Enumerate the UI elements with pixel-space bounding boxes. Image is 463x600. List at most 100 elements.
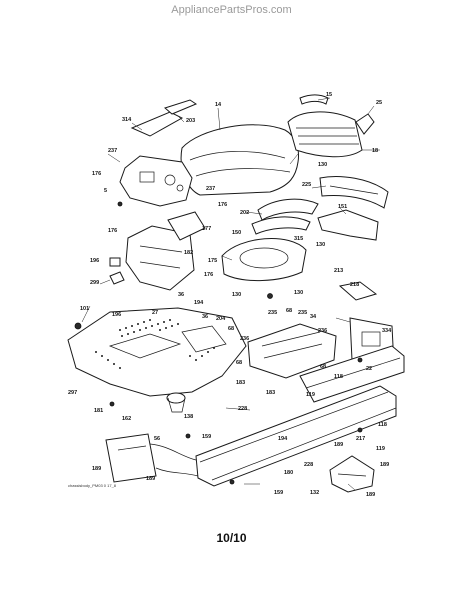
callout-label: 14 [215, 102, 222, 108]
callout-label: 68 [236, 360, 242, 366]
headlight-part[interactable] [355, 113, 375, 135]
callout-label: 36 [178, 292, 184, 298]
wire-harness-part[interactable] [149, 443, 199, 477]
grille-part[interactable] [287, 111, 363, 158]
callout-label: 27 [152, 310, 158, 316]
callout-label: 159 [202, 434, 211, 440]
callout-label: 130 [294, 290, 303, 296]
callout-label: 25 [376, 100, 382, 106]
callout-label: 150 [232, 230, 241, 236]
callout-label: 176 [92, 171, 101, 177]
clip-part[interactable] [109, 271, 125, 285]
fender-lower-part[interactable] [251, 216, 311, 235]
callout-label: 132 [310, 490, 319, 496]
drawing-code: chassisbody_PM03 0 17_8 [68, 483, 117, 488]
callout-label: 237 [108, 148, 117, 154]
callout-label: 315 [294, 236, 303, 242]
callout-label: 189 [366, 492, 375, 498]
frame-part[interactable] [195, 345, 405, 487]
leader-lines [81, 97, 380, 491]
callout-label: 334 [382, 328, 392, 334]
callout-label: 189 [92, 466, 101, 472]
callout-label: 5 [104, 188, 107, 194]
callout-label: 181 [94, 408, 103, 414]
callout-label: 228 [238, 406, 247, 412]
footrest-tread-pattern [95, 319, 215, 369]
front-bracket-part[interactable] [317, 209, 379, 241]
callout-label: 159 [274, 490, 283, 496]
callout-label: 202 [240, 210, 249, 216]
callout-label: 176 [218, 202, 227, 208]
callout-label: 196 [112, 312, 121, 318]
callout-label: 130 [318, 162, 327, 168]
callout-label: 183 [266, 390, 275, 396]
callout-label: 213 [334, 268, 343, 274]
lens-part[interactable] [299, 94, 329, 105]
bracket-56-part[interactable] [105, 433, 157, 483]
callout-label: 36 [202, 314, 208, 320]
callout-label: 138 [184, 414, 193, 420]
callout-label: 118 [334, 374, 343, 380]
rear-plate-part[interactable] [329, 455, 375, 493]
callout-label: 194 [194, 300, 204, 306]
bracket-213-part[interactable] [338, 281, 378, 301]
callout-label: 203 [186, 118, 195, 124]
callout-label: 196 [90, 258, 99, 264]
callout-label: 119 [376, 446, 385, 452]
callout-label: 15 [326, 92, 332, 98]
bumper-part[interactable] [319, 176, 389, 209]
callout-label: 189 [380, 462, 389, 468]
callout-label: 225 [302, 182, 311, 188]
callout-label: 118 [378, 422, 387, 428]
page-number: 10/10 [216, 531, 247, 545]
callout-label: 189 [146, 476, 155, 482]
callout-label: 56 [154, 436, 160, 442]
footrest-part[interactable] [67, 307, 247, 397]
callout-label: 34 [310, 314, 317, 320]
callout-label: 162 [122, 416, 131, 422]
callout-label: 217 [356, 436, 365, 442]
callout-label: 177 [202, 226, 211, 232]
callout-label: 130 [316, 242, 325, 248]
hardware-fasteners [74, 201, 363, 485]
callout-label: 119 [306, 392, 315, 398]
callout-label: 68 [320, 364, 326, 370]
fender-support-part[interactable] [257, 198, 319, 221]
callout-label: 218 [350, 282, 359, 288]
seat-plate-part[interactable] [247, 323, 337, 379]
callout-label: 314 [122, 117, 132, 123]
callout-label: 176 [204, 272, 213, 278]
callout-label: 236 [240, 336, 249, 342]
callout-label: 189 [334, 442, 343, 448]
callout-label: 236 [318, 328, 327, 334]
cup-part[interactable] [166, 392, 186, 413]
callout-label: 130 [232, 292, 241, 298]
callout-label: 180 [284, 470, 293, 476]
callout-label: 235 [268, 310, 277, 316]
hood-bracket-part[interactable] [130, 99, 198, 137]
callout-label: 22 [366, 366, 372, 372]
callout-label: 183 [236, 380, 245, 386]
callout-label: 18 [372, 148, 378, 154]
hood-part[interactable] [180, 124, 299, 196]
callout-label: 299 [90, 280, 99, 286]
callout-label: 235 [298, 310, 307, 316]
callout-label: 68 [228, 326, 234, 332]
callout-label: 176 [108, 228, 117, 234]
callout-label: 151 [338, 204, 347, 210]
hood-support-part[interactable] [221, 238, 307, 281]
callout-label: 101 [80, 306, 89, 312]
plug-part[interactable] [109, 257, 121, 267]
dash-panel-part[interactable] [125, 225, 195, 291]
callout-label: 228 [304, 462, 313, 468]
dash-tower-part[interactable] [119, 155, 193, 207]
callout-label: 68 [286, 308, 292, 314]
bracket-177-part[interactable] [167, 211, 206, 241]
callout-labels: 14 15 25 314 203 237 130 18 176 5 237 17… [68, 92, 392, 498]
callout-label: 175 [208, 258, 217, 264]
callout-label: 194 [278, 436, 288, 442]
callout-label: 204 [216, 316, 226, 322]
callout-label: 237 [206, 186, 215, 192]
watermark: AppliancePartsPros.com [171, 4, 292, 16]
